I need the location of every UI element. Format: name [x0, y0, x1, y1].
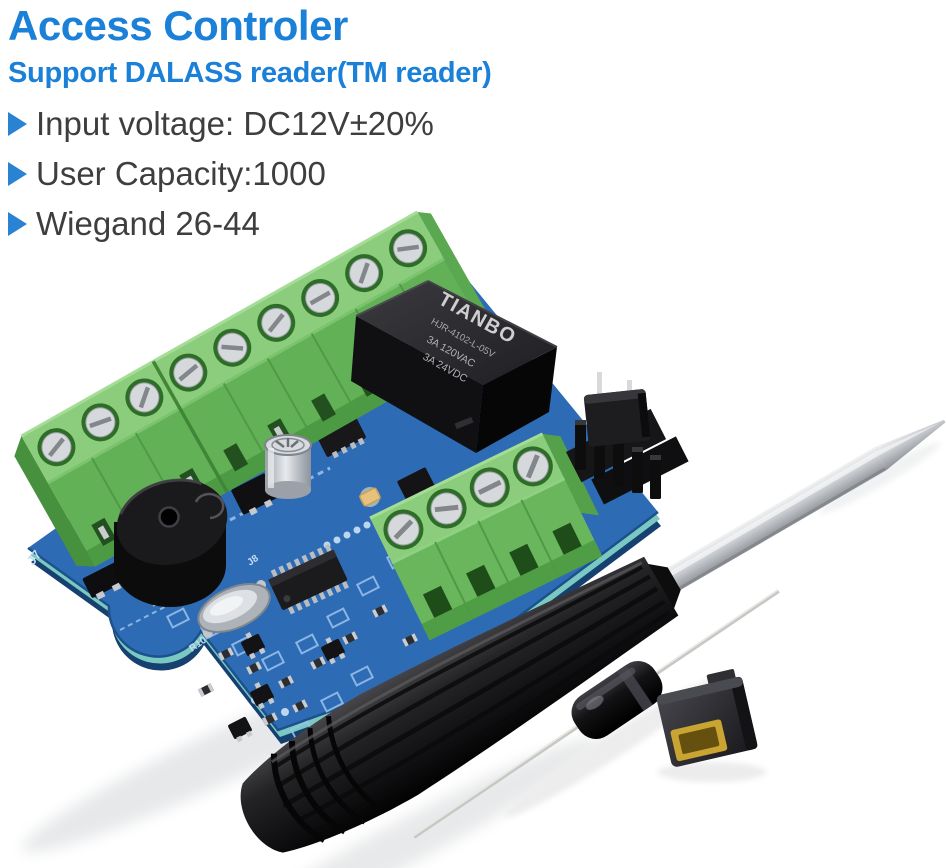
feature-text: Input voltage: DC12V±20%: [36, 105, 434, 142]
pin-header: [566, 372, 689, 505]
buzzer: [114, 478, 228, 607]
main-ic-chip: [268, 543, 349, 615]
bullet-triangle-icon: [8, 161, 27, 186]
relay: TIANBO HJR-4102-L-05V 3A 120VAC 3A 24VDC: [351, 280, 558, 453]
bullet-triangle-icon: [8, 112, 27, 136]
terminal-screws: [383, 446, 553, 550]
bullet-triangle-icon: [8, 211, 27, 236]
screwdriver-shaft: [652, 419, 946, 599]
front-terminal-block: [369, 432, 603, 641]
terminal-screws: [37, 229, 428, 467]
screwdriver-handle: [240, 556, 681, 853]
diode: [412, 589, 780, 839]
header: Access Controler Support DALASS reader(T…: [8, 2, 492, 256]
feature-item-capacity: User Capacity:1000: [8, 154, 491, 193]
crystal-oscillator: [197, 580, 271, 638]
feature-item-voltage: Input voltage: DC12V±20%: [8, 105, 491, 143]
mounted-jumper-cap: [583, 389, 651, 447]
loose-jumper-cap: [656, 669, 758, 767]
page-title: Access Controler: [8, 2, 348, 49]
feature-text: User Capacity:1000: [36, 154, 326, 192]
screwdriver: [240, 419, 946, 853]
led: [359, 487, 381, 507]
feature-list: Input voltage: DC12V±20% User Capacity:1…: [8, 105, 491, 243]
page-subtitle: Support DALASS reader(TM reader): [8, 57, 492, 89]
feature-text: Wiegand 26-44: [36, 204, 260, 242]
electrolytic-capacitor: [264, 434, 312, 499]
feature-item-wiegand: Wiegand 26-44: [8, 204, 491, 243]
